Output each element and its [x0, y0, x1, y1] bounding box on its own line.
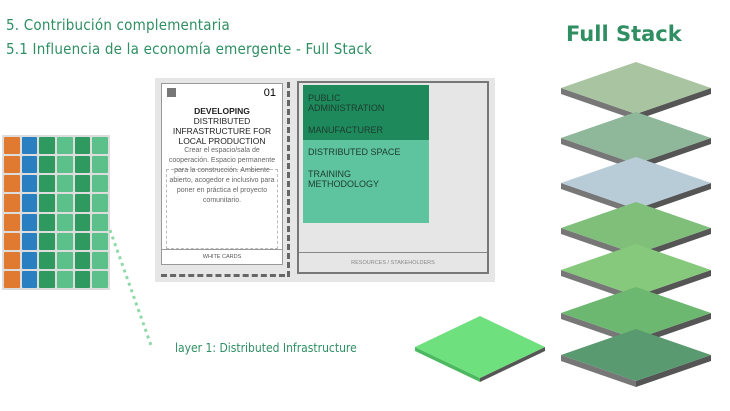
thumbnail-card [4, 213, 20, 231]
thumbnail-card [39, 232, 55, 250]
full-stack-title: Full Stack [566, 22, 682, 46]
dashed-divider [287, 82, 290, 277]
stack-layer [561, 62, 711, 120]
thumbnail-card [4, 156, 20, 174]
thumbnail-card [74, 194, 91, 212]
card-grid-thumbnail [2, 135, 110, 290]
distributed-infrastructure-layer [415, 316, 545, 382]
thumbnail-card [39, 270, 55, 288]
thumbnail-card [74, 175, 91, 193]
thumbnail-card [39, 175, 55, 193]
thumbnail-card [92, 251, 108, 269]
thumbnail-card [92, 137, 108, 155]
thumbnail-card [21, 232, 38, 250]
thumbnail-card [74, 251, 91, 269]
thumbnail-card [74, 137, 91, 155]
resources-panel: PUBLIC ADMINISTRATION MANUFACTURER DISTR… [297, 81, 489, 274]
stakeholder-card: PUBLIC ADMINISTRATION MANUFACTURER DISTR… [303, 85, 429, 223]
dashed-divider-bottom [161, 274, 285, 277]
thumbnail-card [92, 156, 108, 174]
thumbnail-card [4, 137, 20, 155]
thumbnail-card [57, 156, 73, 174]
stack-layer [561, 157, 711, 215]
resources-footer: RESOURCES / STAKEHOLDERS [299, 252, 487, 272]
stakeholder-item: MANUFACTURER [308, 125, 384, 135]
thumbnail-card [39, 194, 55, 212]
stakeholder-item: PUBLIC ADMINISTRATION [308, 93, 385, 113]
card-footer: WHITE CARDS [162, 249, 282, 264]
stack-layer [561, 244, 711, 302]
card-title-rest: DISTRIBUTED INFRASTRUCTURE FOR LOCAL PRO… [172, 116, 272, 146]
thumbnail-card [21, 156, 38, 174]
thumbnail-card [21, 137, 38, 155]
thumbnail-card [4, 232, 20, 250]
layer-label: layer 1: Distributed Infrastructure [175, 341, 357, 355]
thumbnail-card [21, 175, 38, 193]
stakeholder-item: TRAINING METHODOLOGY [308, 169, 380, 189]
card-dashed-area [166, 169, 278, 249]
thumbnail-card [57, 232, 73, 250]
thumbnail-card [92, 194, 108, 212]
card-number: 01 [263, 87, 276, 99]
thumbnail-card [57, 175, 73, 193]
thumbnail-card [92, 232, 108, 250]
stack-layer [561, 329, 711, 387]
thumbnail-card [57, 251, 73, 269]
thumbnail-card [21, 213, 38, 231]
card-title: DEVELOPING DISTRIBUTED INFRASTRUCTURE FO… [166, 106, 278, 146]
game-board: 01 DEVELOPING DISTRIBUTED INFRASTRUCTURE… [155, 78, 495, 282]
thumbnail-card [39, 156, 55, 174]
thumbnail-card [39, 213, 55, 231]
thumbnail-card [57, 137, 73, 155]
stakeholder-item: DISTRIBUTED SPACE [308, 147, 401, 157]
thumbnail-card [39, 251, 55, 269]
card-description: Crear el espacio/sala de cooperación. Es… [168, 147, 276, 204]
thumbnail-card [4, 175, 20, 193]
thumbnail-card [92, 270, 108, 288]
thumbnail-card [74, 213, 91, 231]
thumbnail-card [21, 194, 38, 212]
thumbnail-card [92, 213, 108, 231]
thumbnail-card [21, 270, 38, 288]
thumbnail-card [4, 251, 20, 269]
thumbnail-card [57, 194, 73, 212]
thumbnail-card [4, 270, 20, 288]
book-icon [167, 88, 176, 97]
thumbnail-card [21, 251, 38, 269]
thumbnail-card [57, 270, 73, 288]
subsection-title: 5.1 Influencia de la economía emergente … [6, 40, 373, 58]
thumbnail-card [74, 270, 91, 288]
thumbnail-card [74, 156, 91, 174]
thumbnail-card [4, 194, 20, 212]
thumbnail-card [57, 213, 73, 231]
thumbnail-card [39, 137, 55, 155]
white-card: 01 DEVELOPING DISTRIBUTED INFRASTRUCTURE… [161, 83, 283, 265]
thumbnail-card [74, 232, 91, 250]
thumbnail-card [92, 175, 108, 193]
section-title: 5. Contribución complementaria [6, 16, 230, 34]
card-title-bold: DEVELOPING [194, 106, 250, 116]
stack-layer [561, 112, 711, 170]
